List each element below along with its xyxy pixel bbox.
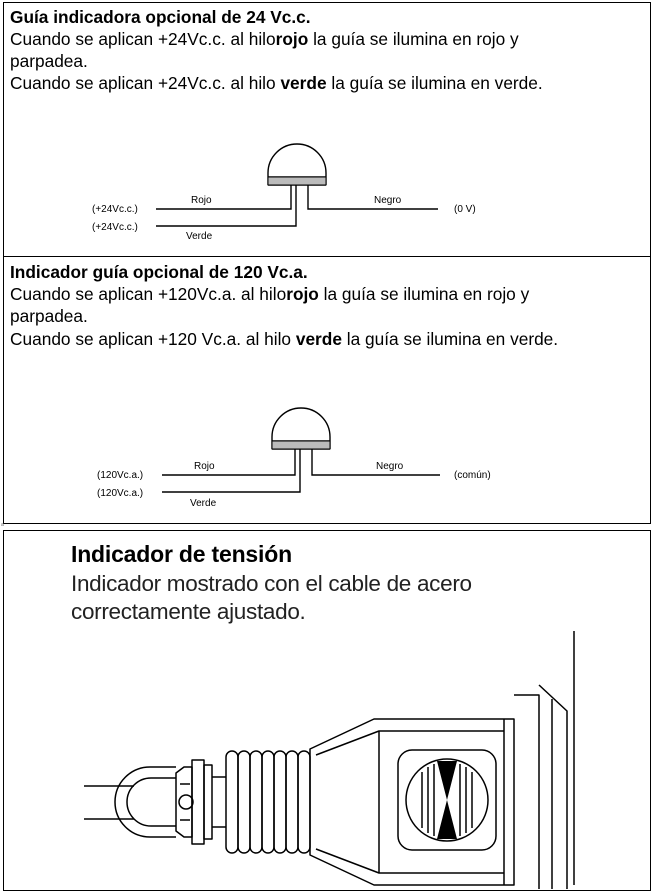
- paragraph-line: Cuando se aplican +24Vc.c. al hilorojo l…: [10, 29, 519, 49]
- label-left-top: (+24Vc.c.): [92, 204, 138, 215]
- black-wire: [311, 449, 440, 476]
- green-wire: [162, 449, 301, 493]
- spring-icon: [225, 750, 311, 854]
- label-verde: Verde: [190, 498, 217, 509]
- label-rojo: Rojo: [191, 195, 212, 206]
- wiring-diagram: (120Vc.a.) (120Vc.a.) Rojo Verde Negro (…: [97, 407, 491, 509]
- label-rojo: Rojo: [194, 461, 215, 472]
- section-24vdc: Guía indicadora opcional de 24 Vc.c. Cua…: [3, 2, 651, 258]
- margin-mark: a: [1, 522, 4, 528]
- lamp-dome-icon: [267, 143, 327, 174]
- red-wire: [162, 449, 296, 476]
- section-title: Indicador guía opcional de 120 Vc.a.: [10, 262, 308, 282]
- black-wire: [307, 185, 438, 210]
- steel-cable-icon: [84, 785, 134, 820]
- paragraph-line: Cuando se aplican +120Vc.a. al hilorojo …: [10, 284, 530, 304]
- section-120vac: Indicador guía opcional de 120 Vc.a. Cua…: [3, 256, 651, 524]
- paragraph-line: Indicador mostrado con el cable de acero: [71, 571, 472, 596]
- label-left-bottom: (+24Vc.c.): [92, 222, 138, 233]
- section-tension-indicator: Indicador de tensión Indicador mostrado …: [3, 530, 651, 891]
- label-right: (común): [454, 470, 491, 481]
- label-left-bottom: (120Vc.a.): [97, 488, 143, 499]
- red-wire: [156, 185, 292, 210]
- green-wire: [156, 185, 297, 227]
- label-negro: Negro: [374, 195, 402, 206]
- section-title: Guía indicadora opcional de 24 Vc.c.: [10, 7, 311, 27]
- label-verde: Verde: [186, 231, 213, 242]
- paragraph-line: parpadea.: [10, 306, 88, 326]
- paragraph-line: Cuando se aplican +24Vc.c. al hilo verde…: [10, 73, 543, 93]
- lamp-dome-icon: [271, 407, 331, 438]
- label-left-top: (120Vc.a.): [97, 470, 143, 481]
- label-negro: Negro: [376, 461, 404, 472]
- label-right: (0 V): [454, 204, 476, 215]
- section-title: Indicador de tensión: [71, 541, 292, 567]
- hourglass-marker-icon: [437, 761, 457, 839]
- paragraph-line: correctamente ajustado.: [71, 599, 306, 624]
- paragraph-line: Cuando se aplican +120 Vc.a. al hilo ver…: [10, 329, 559, 349]
- wiring-diagram: (+24Vc.c.) (+24Vc.c.) Rojo Verde Negro (…: [92, 143, 476, 242]
- paragraph-line: parpadea.: [10, 51, 88, 71]
- tension-window-icon: [397, 749, 497, 851]
- tension-indicator-drawing: [84, 631, 575, 889]
